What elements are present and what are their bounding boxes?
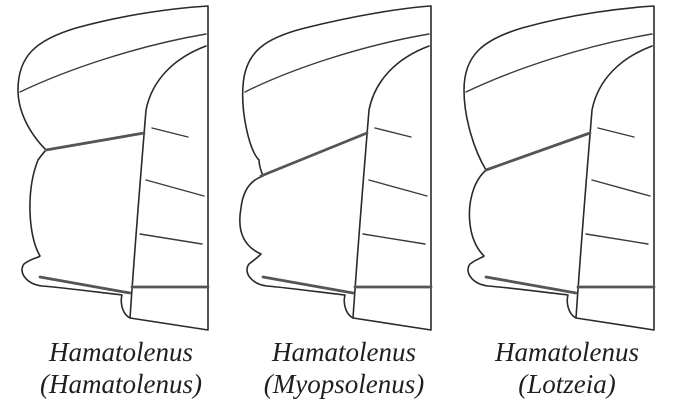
anterior-furrow	[466, 34, 652, 92]
panel-myopsolenus: Hamatolenus (Myopsolenus)	[229, 0, 459, 415]
genus-name: Hamatolenus	[229, 336, 459, 368]
cranidium-drawing-lotzeia	[452, 0, 680, 340]
anterior-furrow	[245, 34, 429, 92]
glabellar-furrow-3	[586, 234, 648, 244]
fixigena-border	[353, 46, 429, 318]
subgenus-name: (Myopsolenus)	[229, 368, 459, 400]
eye-ridge	[486, 133, 590, 170]
cranidium-outline	[240, 6, 431, 330]
panel-hamatolenus: Hamatolenus (Hamatolenus)	[6, 0, 236, 415]
anterior-furrow	[20, 34, 206, 92]
panel-lotzeia: Hamatolenus (Lotzeia)	[452, 0, 680, 415]
genus-name: Hamatolenus	[6, 336, 236, 368]
fixigena-border	[576, 46, 652, 318]
glabellar-furrow-2	[592, 180, 650, 196]
eye-ridge	[46, 133, 144, 150]
glabellar-furrow-1	[152, 128, 188, 137]
subgenus-name: (Lotzeia)	[452, 368, 680, 400]
glabellar-furrow-1	[598, 128, 634, 137]
glabellar-furrow-3	[140, 234, 202, 244]
caption: Hamatolenus (Hamatolenus)	[6, 336, 236, 400]
caption: Hamatolenus (Myopsolenus)	[229, 336, 459, 400]
cranidium-drawing-myopsolenus	[229, 0, 459, 340]
subgenus-name: (Hamatolenus)	[6, 368, 236, 400]
glabellar-furrow-3	[363, 234, 425, 244]
glabellar-furrow-1	[375, 128, 411, 137]
fixigena-border	[130, 46, 206, 318]
glabellar-furrow-2	[369, 180, 427, 196]
eye-ridge	[261, 133, 367, 176]
genus-name: Hamatolenus	[452, 336, 680, 368]
cranidium-outline	[18, 6, 208, 330]
cranidium-drawing-hamatolenus	[6, 0, 236, 340]
glabellar-furrow-2	[146, 180, 204, 196]
caption: Hamatolenus (Lotzeia)	[452, 336, 680, 400]
